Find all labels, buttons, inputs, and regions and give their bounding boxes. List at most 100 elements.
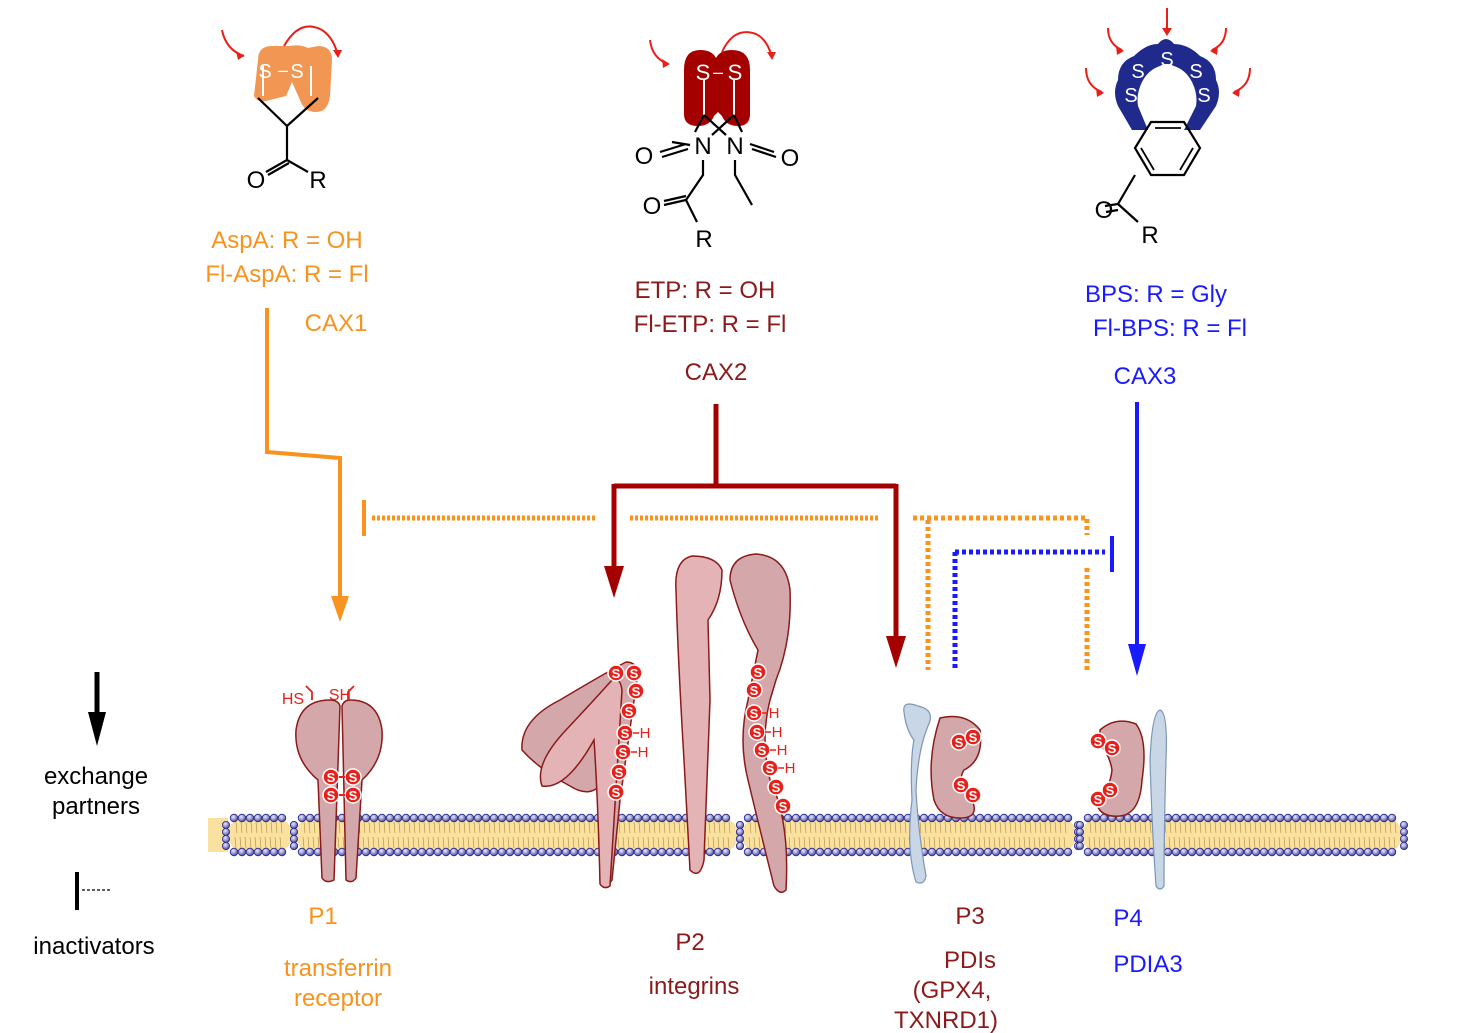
cax2-atom-o-carbonyl: O bbox=[643, 193, 662, 220]
p1-label: P1 bbox=[308, 903, 337, 930]
p1-name-line-2: receptor bbox=[294, 985, 382, 1012]
p4-name-line-1: PDIA3 bbox=[1113, 951, 1182, 978]
cax1-exchange-arrow bbox=[265, 308, 349, 622]
p2-name-line-1: integrins bbox=[649, 973, 740, 1000]
cax2-attack-arrow-in bbox=[649, 39, 669, 65]
svg-text:S: S bbox=[955, 735, 964, 750]
cax1-name-line-2: Fl-AspA: R = Fl bbox=[205, 261, 368, 288]
compound-cax1: S – S O R bbox=[221, 25, 342, 194]
lipid-bilayer-segment bbox=[1076, 813, 1409, 857]
svg-text:S: S bbox=[612, 785, 621, 800]
disulfide-s-icon: S bbox=[344, 786, 362, 804]
cax2-atom-s1: S bbox=[696, 60, 711, 85]
disulfide-s-icon: S bbox=[607, 783, 625, 801]
svg-text:S: S bbox=[750, 706, 759, 721]
svg-text:S: S bbox=[349, 770, 358, 785]
disulfide-s-icon: S bbox=[322, 768, 340, 786]
cax2-atom-n-left: N bbox=[694, 133, 711, 160]
p2-label: P2 bbox=[675, 929, 704, 956]
p3-label: P3 bbox=[955, 903, 984, 930]
cax2-atom-o-right: O bbox=[781, 145, 800, 172]
disulfide-s-icon: S bbox=[1101, 781, 1119, 799]
svg-text:–: – bbox=[713, 62, 723, 82]
cax1-class-label: CAX1 bbox=[305, 310, 368, 337]
svg-text:S: S bbox=[612, 666, 621, 681]
cax3-exchange-arrow bbox=[1128, 402, 1146, 676]
cax1-atom-o: O bbox=[247, 167, 266, 194]
thiol-s-icon: S bbox=[616, 724, 634, 742]
hydrogen-atom-label: H bbox=[785, 760, 796, 777]
disulfide-s-icon: S bbox=[610, 763, 628, 781]
svg-text:S: S bbox=[1094, 734, 1103, 749]
hydrogen-atom-label: H bbox=[638, 744, 649, 761]
compound-cax2: S – S O N N O O R bbox=[635, 31, 800, 253]
cax3-name-line-1: BPS: R = Gly bbox=[1085, 281, 1227, 308]
cax2-attack-arrow-out bbox=[721, 31, 773, 59]
svg-text:S: S bbox=[750, 683, 759, 698]
p3-name-line-3: TXNRD1) bbox=[894, 1007, 998, 1033]
p3-name-line-1: PDIs bbox=[944, 947, 996, 974]
svg-text:S: S bbox=[766, 761, 775, 776]
thiol-s-icon: S bbox=[753, 741, 771, 759]
disulfide-s-icon: S bbox=[1089, 790, 1107, 808]
disulfide-s-icon: S bbox=[749, 663, 767, 681]
svg-text:S: S bbox=[1106, 783, 1115, 798]
cax1-attack-arrow-out bbox=[283, 25, 339, 57]
legend-exchange-label-1: exchange bbox=[44, 763, 148, 790]
disulfide-s-icon: S bbox=[322, 786, 340, 804]
cax2-exchange-arrows bbox=[604, 404, 906, 668]
svg-text:S: S bbox=[349, 788, 358, 803]
p1-thiol-left: HS bbox=[282, 691, 304, 708]
cax1-disulfide-highlight bbox=[254, 45, 332, 113]
svg-text:S: S bbox=[969, 788, 978, 803]
disulfide-s-icon: S bbox=[607, 664, 625, 682]
disulfide-s-icon: S bbox=[952, 776, 970, 794]
legend-exchange-label-2: partners bbox=[52, 793, 140, 820]
svg-text:S: S bbox=[621, 726, 630, 741]
svg-text:S: S bbox=[754, 665, 763, 680]
cax1-attack-arrow-in bbox=[221, 29, 245, 57]
hydrogen-atom-label: H bbox=[769, 705, 780, 722]
disulfide-s-icon: S bbox=[774, 797, 792, 815]
svg-text:S: S bbox=[619, 745, 628, 760]
cax2-class-label: CAX2 bbox=[685, 359, 748, 386]
cax3-atom-r: R bbox=[1141, 222, 1158, 249]
cax3-atom-s4: S bbox=[1189, 61, 1202, 83]
legend-inactivator-label: inactivators bbox=[33, 933, 154, 960]
cax2-name-line-1: ETP: R = OH bbox=[635, 277, 776, 304]
svg-text:S: S bbox=[1108, 741, 1117, 756]
cax1-atom-s2: S bbox=[290, 61, 303, 83]
cax3-atom-s5: S bbox=[1197, 85, 1210, 107]
svg-text:S: S bbox=[758, 743, 767, 758]
cax3-atom-s1: S bbox=[1124, 85, 1137, 107]
disulfide-s-icon: S bbox=[620, 702, 638, 720]
thiol-s-icon: S bbox=[761, 759, 779, 777]
cell-membrane bbox=[208, 813, 1409, 857]
disulfide-s-icon: S bbox=[964, 728, 982, 746]
svg-text:S: S bbox=[632, 684, 641, 699]
cax3-atom-s3: S bbox=[1160, 49, 1173, 71]
disulfide-s-icon: S bbox=[964, 786, 982, 804]
svg-text:S: S bbox=[1094, 792, 1103, 807]
cax2-atom-s2: S bbox=[728, 60, 743, 85]
p1-thiol-right: SH bbox=[329, 687, 351, 704]
hydrogen-atom-label: H bbox=[772, 724, 783, 741]
svg-text:S: S bbox=[625, 704, 634, 719]
disulfide-s-icon: S bbox=[745, 681, 763, 699]
cax3-name-line-2: Fl-BPS: R = Fl bbox=[1093, 315, 1247, 342]
hydrogen-atom-label: H bbox=[640, 725, 651, 742]
thiol-s-icon: S bbox=[745, 704, 763, 722]
cax1-atom-s1: S bbox=[258, 61, 271, 83]
disulfide-s-icon: S bbox=[625, 664, 643, 682]
disulfide-s-icon: S bbox=[1089, 732, 1107, 750]
cax3-polysulfide-highlight bbox=[1115, 39, 1219, 130]
svg-text:S: S bbox=[969, 730, 978, 745]
cax-inactivator-lines bbox=[362, 500, 1114, 670]
svg-text:S: S bbox=[630, 666, 639, 681]
cax2-atom-n-right: N bbox=[726, 133, 743, 160]
thiol-s-icon: S bbox=[748, 723, 766, 741]
lipid-bilayer-segment bbox=[736, 813, 1083, 857]
p1-name-line-1: transferrin bbox=[284, 955, 392, 982]
